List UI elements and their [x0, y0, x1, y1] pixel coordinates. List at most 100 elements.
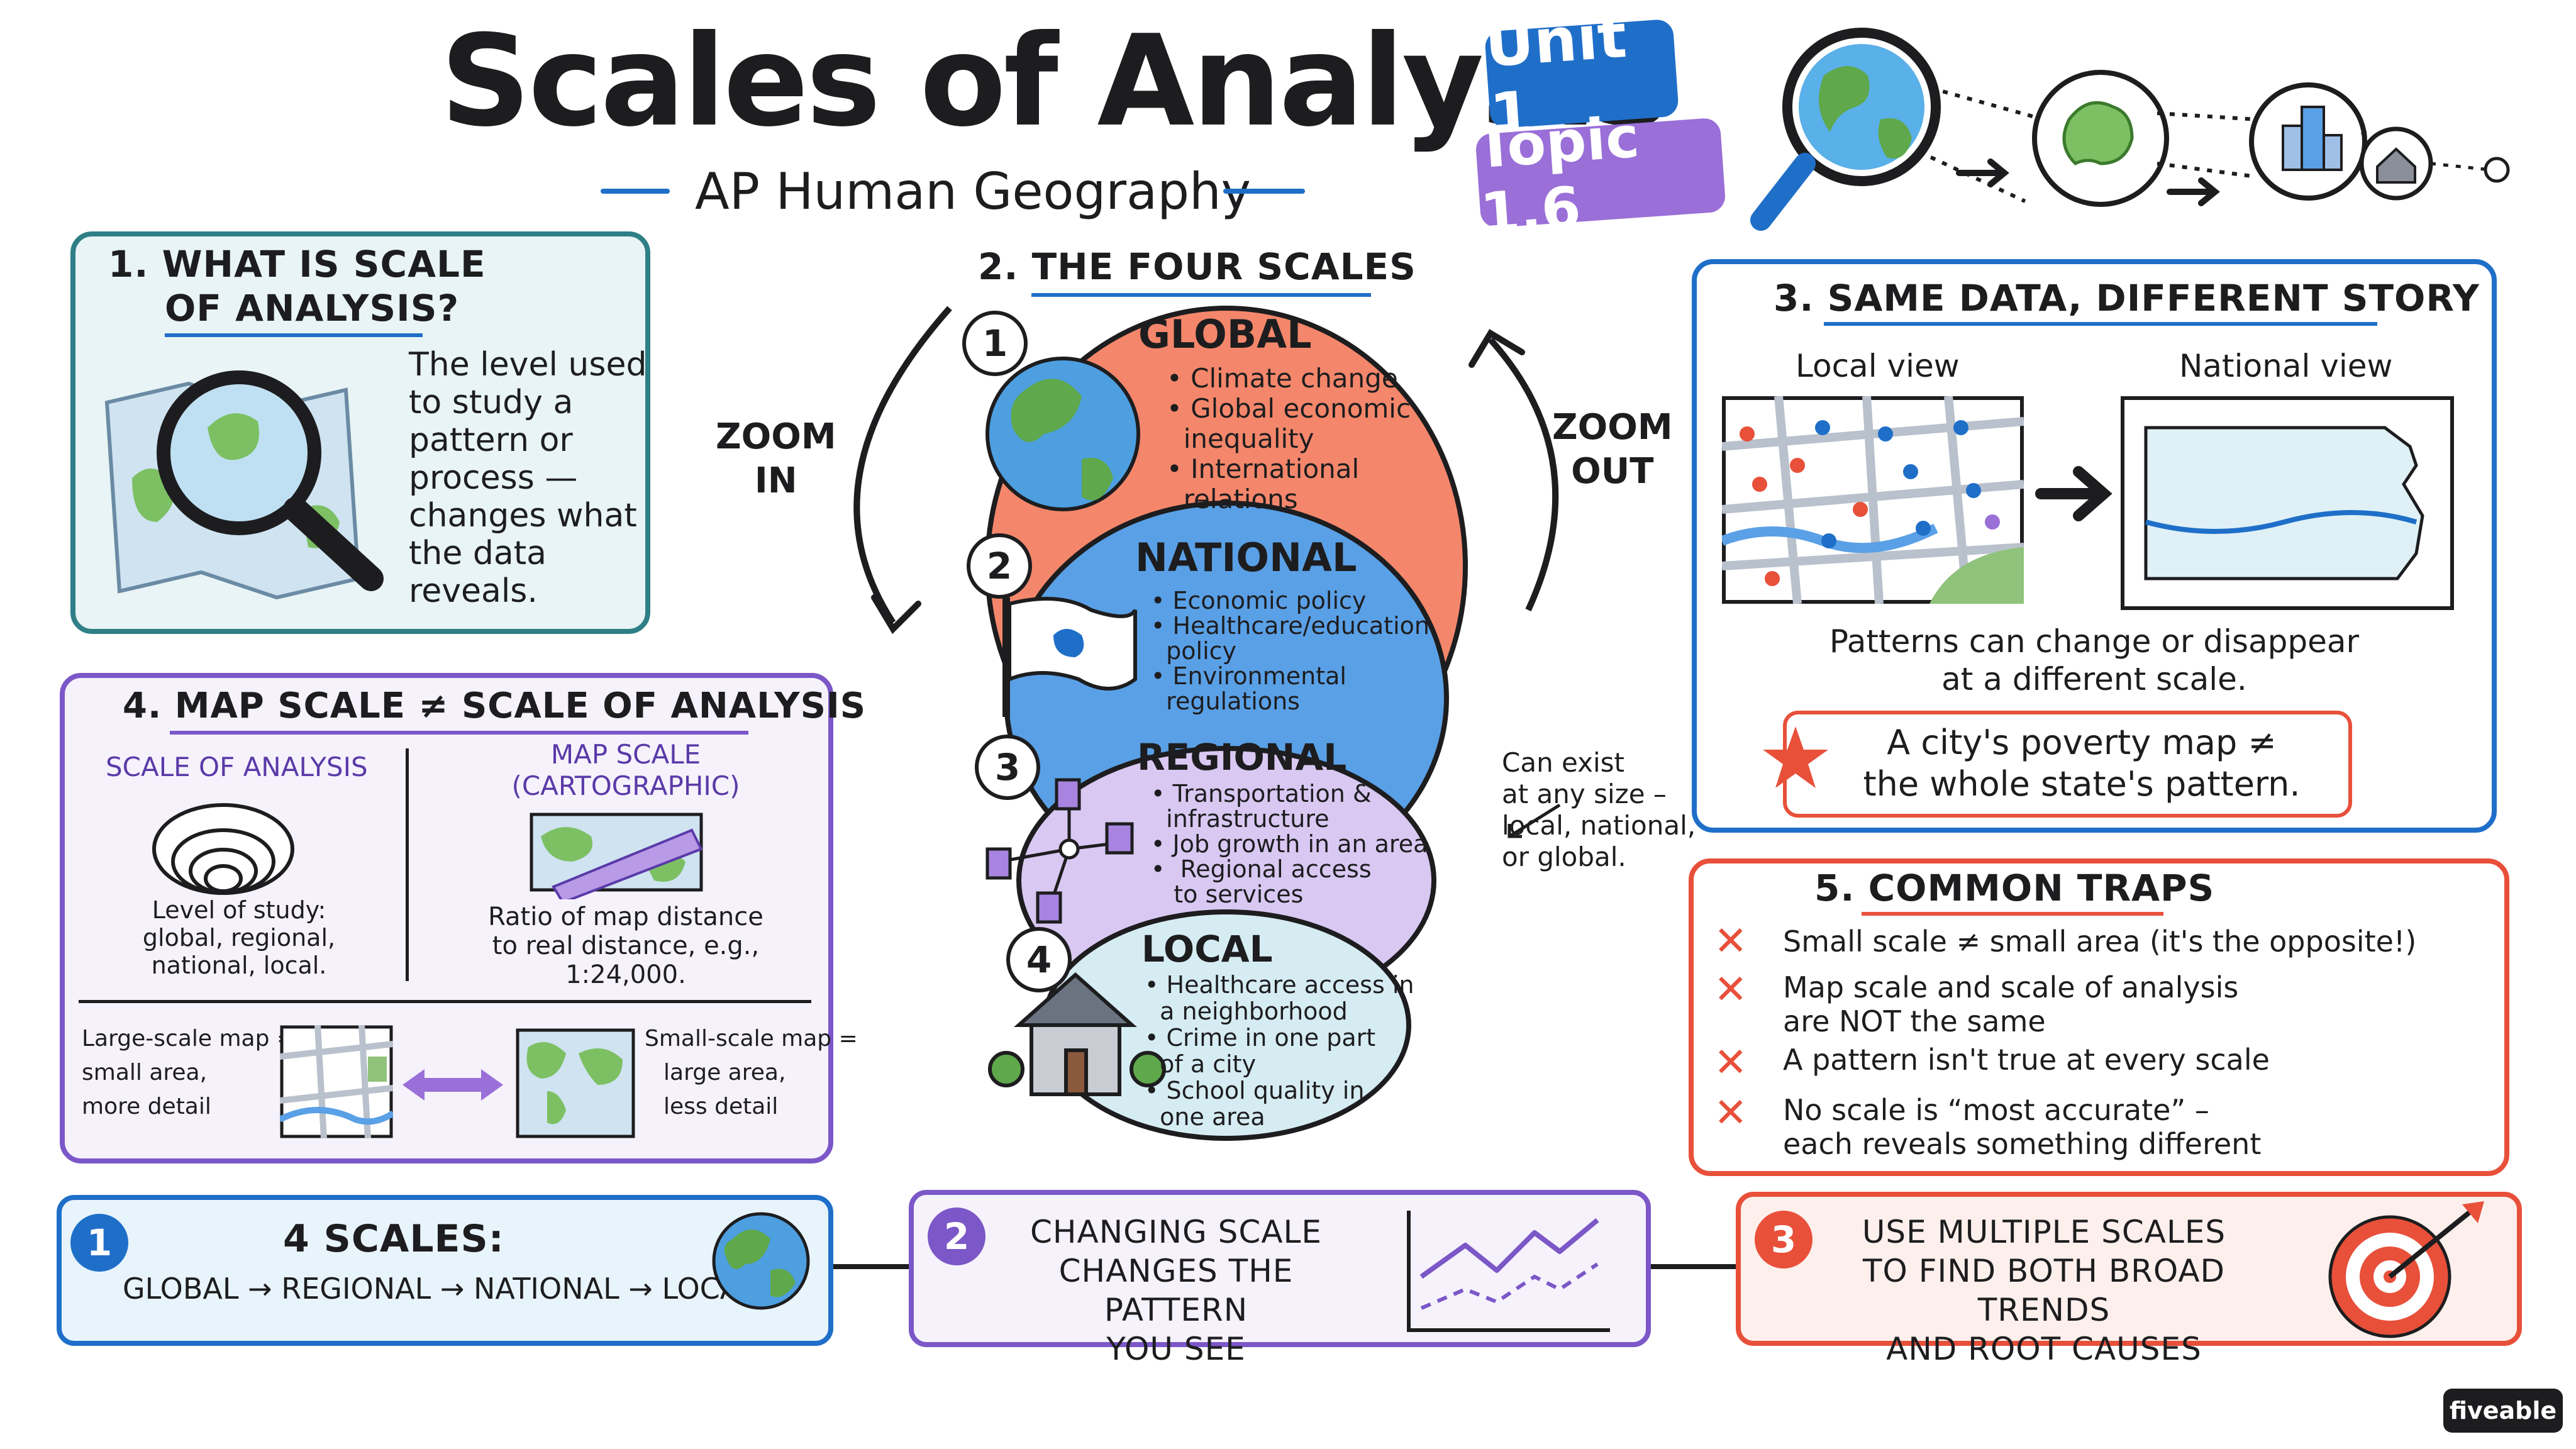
topic-badge: Topic 1.6: [1474, 104, 1726, 247]
x-icon: ✕: [1714, 967, 1748, 1013]
section1-body-line: to study a: [409, 384, 574, 421]
summary-3-line: TO FIND BOTH BROAD TRENDS: [1862, 1253, 2226, 1328]
map-scale-heading-line: (CARTOGRAPHIC): [511, 770, 740, 801]
zoom-in-label: ZOOM IN: [716, 415, 836, 503]
x-icon: ✕: [1714, 1040, 1748, 1086]
topic-label: Topic 1.6: [1474, 104, 1641, 248]
summary-badge-2: 2: [928, 1208, 985, 1265]
local-bullets: • Healthcare access in a neighborhood • …: [1145, 972, 1414, 1130]
summary-connector-1: [830, 1264, 912, 1269]
national-view-label: National view: [2179, 348, 2393, 384]
zoom-out-line: OUT: [1571, 451, 1654, 492]
brand-logo: fiveable: [2443, 1389, 2563, 1433]
subtitle-underline-right: [1223, 189, 1305, 194]
note-line: Can exist: [1502, 747, 1625, 778]
trap-item: Map scale and scale of analysis are NOT …: [1783, 970, 2238, 1038]
callout-text: A city's poverty map ≠ the whole state's…: [1824, 722, 2340, 805]
scale-name-global: GLOBAL: [1138, 311, 1312, 357]
summary-card-2: [909, 1190, 1651, 1347]
summary-badge-1: 1: [70, 1214, 128, 1272]
large-scale-line: small area,: [82, 1060, 208, 1085]
zoom-out-line: ZOOM: [1552, 407, 1673, 448]
trap-item: No scale is “most accurate” – each revea…: [1783, 1093, 2261, 1161]
summary-2-text: CHANGING SCALE CHANGES THE PATTERN YOU S…: [987, 1213, 1365, 1368]
summary-2-line: CHANGES THE PATTERN: [1058, 1253, 1294, 1328]
trend-chart-icon: [1407, 1211, 1610, 1332]
large-scale-line: more detail: [82, 1094, 211, 1119]
zoom-out-label: ZOOM OUT: [1552, 406, 1673, 494]
large-scale-text: Large-scale map = small area, more detai…: [82, 1022, 296, 1124]
x-icon: ✕: [1714, 1090, 1748, 1136]
section3-caption: Patterns can change or disappear at a di…: [1736, 623, 2453, 698]
caption-line: Patterns can change or disappear: [1829, 623, 2360, 660]
scale-number-1: 1: [962, 311, 1028, 376]
section4-divider-vertical: [406, 748, 409, 981]
regional-bullet: infrastructure: [1151, 805, 1330, 833]
city-circle-icon: [2249, 82, 2367, 201]
region-circle-icon: [2032, 70, 2169, 207]
summary-1-line2: GLOBAL → REGIONAL → NATIONAL → LOCAL: [123, 1272, 756, 1306]
nested-circles-icon: [152, 803, 294, 895]
subtitle-underline-left: [601, 189, 670, 194]
trap-line: A pattern isn't true at every scale: [1783, 1043, 2270, 1077]
section1-title-underline: [165, 333, 423, 337]
local-bullet: a neighborhood: [1145, 997, 1348, 1025]
scale-number-3: 3: [975, 735, 1040, 800]
scale-number-4: 4: [1006, 927, 1072, 992]
summary-2-line: YOU SEE: [1106, 1331, 1246, 1367]
regional-bullet: • Transportation &: [1151, 780, 1372, 808]
network-icon: [985, 778, 1134, 924]
map-scale-body-line: 1:24,000.: [565, 960, 686, 989]
section4-title-underline: [170, 731, 748, 735]
trap-line: No scale is “most accurate” –: [1783, 1093, 2209, 1127]
note-line: local, national,: [1502, 810, 1696, 841]
note-line: at any size –: [1502, 779, 1667, 809]
national-bullet: • Healthcare/education: [1151, 612, 1430, 640]
section3-title: 3. SAME DATA, DIFFERENT STORY: [1774, 277, 2480, 319]
section1-body-line: the data: [409, 535, 547, 572]
section2-title-underline: [1031, 293, 1371, 297]
scale-number-2: 2: [967, 533, 1032, 599]
regional-bullet: to services: [1151, 880, 1304, 908]
small-scale-line: less detail: [663, 1094, 779, 1119]
map-scale-heading: MAP SCALE (CARTOGRAPHIC): [453, 739, 799, 802]
callout-line: A city's poverty map ≠: [1887, 723, 2277, 762]
page-subtitle: AP Human Geography: [695, 162, 1252, 221]
global-bullet: inequality: [1167, 423, 1314, 454]
zoom-in-line: IN: [754, 460, 797, 501]
trap-line: each reveals something different: [1783, 1127, 2262, 1161]
summary-3-line: AND ROOT CAUSES: [1886, 1331, 2202, 1367]
national-bullet: policy: [1151, 637, 1237, 665]
regional-bullets: • Transportation & infrastructure • Job …: [1151, 781, 1428, 907]
section-common-traps: [1689, 858, 2509, 1176]
callout-line: the whole state's pattern.: [1863, 764, 2301, 804]
trap-line: are NOT the same: [1783, 1004, 2046, 1038]
note-line: or global.: [1502, 841, 1626, 872]
local-bullet: one area: [1145, 1103, 1265, 1131]
trap-line: Map scale and scale of analysis: [1783, 970, 2239, 1004]
section1-body-line: reveals.: [409, 572, 538, 610]
section1-title-line2: OF ANALYSIS?: [165, 287, 460, 330]
summary-3-line: USE MULTIPLE SCALES: [1862, 1214, 2226, 1250]
global-bullets: • Climate change • Global economic inequ…: [1167, 364, 1411, 514]
trap-line: Small scale ≠ small area (it's the oppos…: [1783, 924, 2417, 958]
local-bullet: • Crime in one part: [1145, 1024, 1376, 1052]
global-bullet: • Global economic: [1167, 393, 1411, 424]
local-map-icon: [1722, 396, 2024, 604]
summary-badge-3: 3: [1755, 1211, 1813, 1269]
summary-3-text: USE MULTIPLE SCALES TO FIND BOTH BROAD T…: [1805, 1213, 2283, 1368]
global-bullet: • International: [1167, 453, 1360, 484]
section4-title: 4. MAP SCALE ≠ SCALE OF ANALYSIS: [123, 686, 867, 726]
local-bullet: • School quality in: [1145, 1077, 1365, 1104]
scale-of-analysis-body: Level of study: global, regional, nation…: [101, 896, 377, 979]
small-scale-line: large area,: [663, 1060, 786, 1085]
street-map-icon: [280, 1025, 393, 1138]
section1-body-line: pattern or: [409, 421, 573, 459]
map-scale-body-line: to real distance, e.g.,: [492, 931, 760, 960]
poverty-map-callout: [1783, 711, 2352, 818]
summary-2-line: CHANGING SCALE: [1030, 1214, 1322, 1250]
zoom-in-line: ZOOM: [716, 416, 836, 457]
small-scale-text: Small-scale map = large area, less detai…: [645, 1022, 858, 1124]
summary-connector-2: [1648, 1264, 1739, 1269]
star-icon: [1763, 726, 1828, 788]
